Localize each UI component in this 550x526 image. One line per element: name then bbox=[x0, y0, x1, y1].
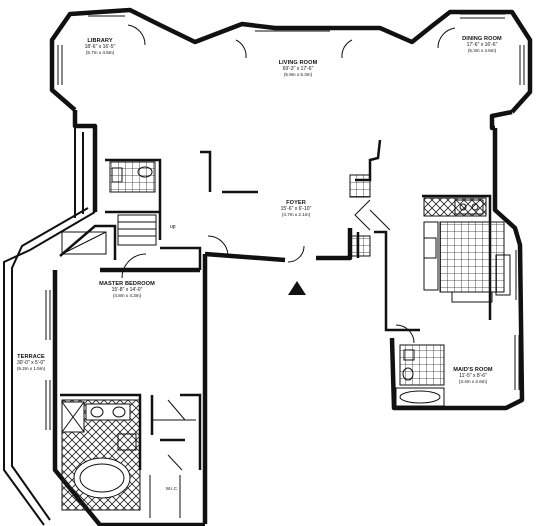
master-bedroom-label: MASTER BEDROOM 15'-8" x 14'-0" (4.8m x 4… bbox=[99, 281, 155, 298]
maids-room-dimensions: 11'-5" x 8'-6" bbox=[459, 373, 487, 379]
powder-room-fixtures bbox=[109, 161, 156, 193]
entry-arrow-icon bbox=[288, 281, 306, 295]
maids-room-label: MAID'S ROOM 11'-5" x 8'-6" (3.4m x 2.6m) bbox=[453, 367, 493, 384]
terrace-metric: (9.2m x 1.5m) bbox=[17, 366, 46, 371]
closet-shelves bbox=[149, 419, 196, 518]
library-label: LIBRARY 18'-6" x 16'-5" (5.7m x 4.6m) bbox=[85, 38, 116, 55]
library-dimensions: 18'-6" x 16'-5" bbox=[85, 44, 116, 50]
terrace-outline bbox=[3, 126, 96, 526]
master-bedroom-metric: (4.8m x 4.3m) bbox=[113, 293, 142, 298]
living-room-name: LIVING ROOM bbox=[279, 60, 318, 66]
foyer-metric: (4.7m x 2.1m) bbox=[282, 212, 311, 217]
dining-room-label: DINING ROOM 17'-6" x 16'-6" (5.3m x 4.5m… bbox=[462, 36, 502, 53]
living-room-metric: (5.9m x 5.3m) bbox=[284, 72, 313, 77]
master-bedroom-dimensions: 15'-8" x 14'-0" bbox=[112, 287, 143, 293]
stair-up bbox=[117, 214, 157, 246]
kitchen-fixtures bbox=[423, 197, 511, 303]
windows bbox=[45, 11, 525, 430]
foyer-name: FOYER bbox=[286, 200, 306, 206]
maids-bath-fixtures bbox=[395, 344, 445, 407]
wic-label: W.I.C. bbox=[166, 486, 179, 491]
master-bedroom-name: MASTER BEDROOM bbox=[99, 281, 155, 287]
terrace-name: TERRACE bbox=[17, 354, 45, 360]
library-metric: (5.7m x 4.6m) bbox=[86, 50, 115, 55]
foyer-dimensions: 15'-6" x 6'-10" bbox=[281, 206, 312, 212]
dining-room-name: DINING ROOM bbox=[462, 36, 502, 42]
living-room-label: LIVING ROOM 69'-3" x 17'-6" (5.9m x 5.3m… bbox=[279, 60, 318, 77]
dining-room-metric: (5.3m x 4.5m) bbox=[468, 48, 497, 53]
terrace-dimensions: 30'-0" x 5'-0" bbox=[17, 360, 45, 366]
dining-room-dimensions: 17'-6" x 16'-6" bbox=[467, 42, 498, 48]
living-room-dimensions: 69'-3" x 17'-6" bbox=[283, 66, 314, 72]
library-name: LIBRARY bbox=[87, 38, 113, 44]
door-swings bbox=[121, 24, 456, 471]
foyer-label: FOYER 15'-6" x 6'-10" (4.7m x 2.1m) bbox=[281, 200, 312, 217]
master-bath-fixtures bbox=[61, 399, 141, 511]
maids-room-metric: (3.4m x 2.6m) bbox=[459, 379, 488, 384]
maids-room-name: MAID'S ROOM bbox=[453, 367, 493, 373]
terrace-label: TERRACE 30'-0" x 5'-0" (9.2m x 1.5m) bbox=[17, 354, 46, 371]
bedroom-closet bbox=[61, 231, 107, 255]
stair-up-label: up bbox=[170, 224, 176, 230]
foyer-closets bbox=[349, 174, 391, 257]
